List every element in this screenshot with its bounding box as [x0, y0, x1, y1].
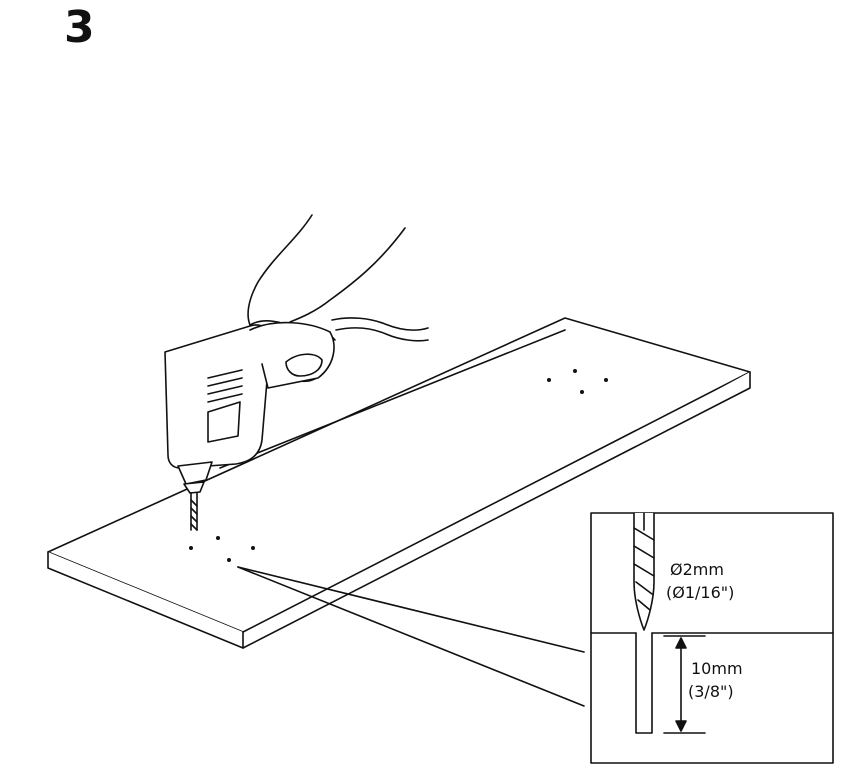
drill-depth-mm-label: 10mm [691, 659, 743, 678]
drill-diameter-in-label: (Ø1/16") [666, 583, 734, 602]
drill-depth-in-label: (3/8") [688, 682, 734, 701]
callout-leader [238, 567, 584, 706]
detail-callout-box [591, 513, 833, 763]
drill-cord [332, 318, 428, 341]
drill-diameter-mm-label: Ø2mm [670, 560, 724, 579]
